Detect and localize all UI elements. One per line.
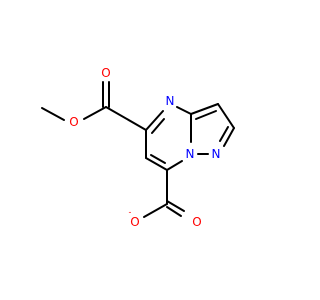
bond-c5-n4	[145, 110, 164, 131]
atom-o-carboxylate-carbonyl: O	[192, 215, 201, 229]
atom-o-ester-carbonyl: O	[101, 66, 110, 80]
atom-n-pyrazole: N	[212, 147, 221, 161]
bond-c-carboxyl-o-double-b	[166, 206, 182, 217]
bond-c3a-c3	[190, 103, 219, 115]
bond-c2-n1	[223, 127, 235, 147]
atom-o-carboxylate-minus: O	[130, 215, 139, 229]
bond-n4-c3a	[176, 106, 192, 115]
atom-n-bridgehead: N	[186, 147, 195, 161]
bond-ester-c-ring	[105, 106, 147, 131]
atom-o-ester-methyl: O	[69, 115, 78, 129]
bond-c7-c6	[145, 157, 168, 171]
canvas-background	[0, 0, 300, 300]
atom-labels: O O N N N O - O	[69, 66, 220, 229]
bonds	[41, 81, 235, 218]
bond-c3a-c3-inner	[195, 110, 217, 120]
bond-c3-c2	[217, 103, 235, 129]
bond-c-carboxyl-o-double-a	[166, 200, 185, 212]
bond-methyl-o	[41, 107, 65, 121]
atom-n-pyrimidine: N	[166, 94, 175, 108]
molecule-structure: O O N N N O - O	[0, 0, 300, 300]
bond-c2-n1-inner	[219, 126, 229, 142]
bond-c5-n4-inner	[151, 118, 165, 134]
charge-minus: -	[129, 208, 132, 217]
bond-o-c-ester	[83, 106, 107, 120]
bond-n-bridge-c7	[166, 160, 183, 171]
bond-c-carboxyl-o-minus	[143, 203, 168, 218]
bond-c7-c6-inner	[150, 154, 166, 164]
